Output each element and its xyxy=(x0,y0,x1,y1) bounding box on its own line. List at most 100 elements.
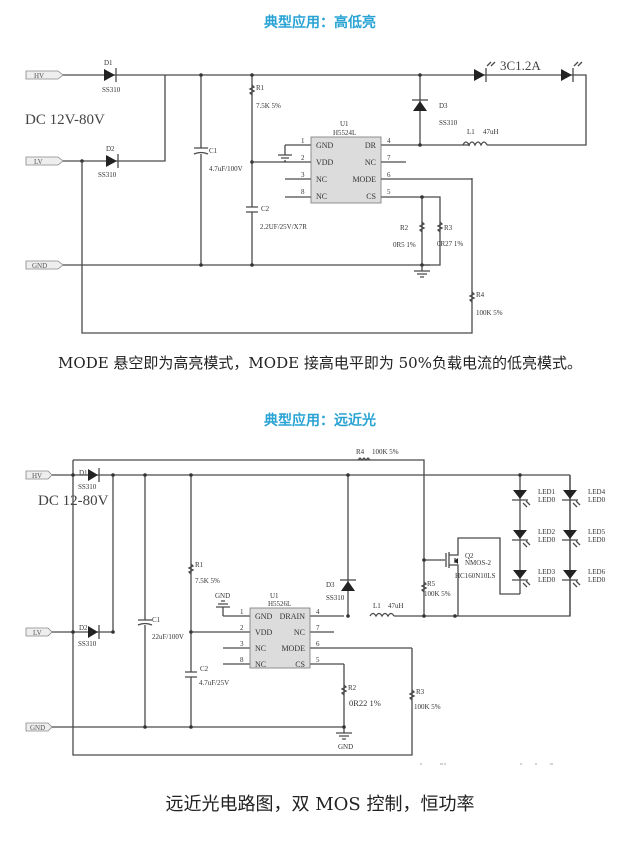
svg-text:D1: D1 xyxy=(104,59,113,67)
svg-text:2.2UF/25V/X7R: 2.2UF/25V/X7R xyxy=(260,223,307,231)
port-lv: LV xyxy=(25,156,64,166)
svg-text:SS310: SS310 xyxy=(98,171,117,179)
svg-text:SS310: SS310 xyxy=(326,594,345,602)
resistor-r1: R1 7.5K 5% xyxy=(256,84,281,110)
port-lv-label: LV xyxy=(34,158,43,166)
u1-pin-7-name: NC xyxy=(365,158,376,167)
u1-pin-4-name: DR xyxy=(365,141,377,150)
svg-text:R1: R1 xyxy=(195,561,204,569)
diagram1-title: 典型应用：高低亮 xyxy=(264,15,376,31)
led-ref: LED3 xyxy=(538,568,556,576)
led-ref: LED2 xyxy=(538,528,556,536)
svg-text:L1: L1 xyxy=(373,602,381,610)
u1-2-pin-3-number: 3 xyxy=(240,640,244,648)
svg-text:4.7uF/25V: 4.7uF/25V xyxy=(199,679,229,687)
svg-text:R5: R5 xyxy=(427,580,436,588)
resistor-r3-2: R3 100K 5% xyxy=(414,688,441,711)
svg-text:D1: D1 xyxy=(79,469,88,477)
resistor-r2-2: R2 0R22 1% xyxy=(348,684,381,708)
u1-pin-6-name: MODE xyxy=(352,175,376,184)
diode-d1: D1 SS310 xyxy=(102,59,121,94)
svg-text:C2: C2 xyxy=(261,205,270,213)
resistor-r1-2: R1 7.5K 5% xyxy=(195,561,220,585)
u1-2-pin-5-number: 5 xyxy=(316,656,320,664)
diagram2-title: 典型应用：远近光 xyxy=(264,413,376,429)
diagram1-schematic: HV LV GND DC 12V-80V D1 SS310 D2 SS310 xyxy=(25,58,587,334)
mosfet-q2: Q2 NMOS-2 HC160N10LS xyxy=(445,537,520,616)
svg-text:HC160N10LS: HC160N10LS xyxy=(455,572,496,580)
ic-u1 xyxy=(310,136,382,204)
svg-text:R4: R4 xyxy=(476,291,485,299)
inductor-l1: L1 47uH xyxy=(467,128,499,136)
supply-voltage-label: DC 12V-80V xyxy=(25,112,105,128)
port-lv-2: LV xyxy=(25,627,53,637)
resistor-r5: R5 100K 5% xyxy=(424,580,451,598)
svg-text:C2: C2 xyxy=(200,665,209,673)
svg-text:C1: C1 xyxy=(209,147,218,155)
svg-text:SS310: SS310 xyxy=(439,119,458,127)
ic-u1-2 xyxy=(249,607,311,669)
diode-d3-2: D3 SS310 xyxy=(326,581,345,602)
led-current-label: 3C1.2A xyxy=(500,58,541,73)
u1-2-pin-8-number: 8 xyxy=(240,656,244,664)
diode-d2-2: D2 SS310 xyxy=(78,624,100,648)
svg-text:R2: R2 xyxy=(348,684,357,692)
resistor-r2: R2 0R5 1% xyxy=(393,224,416,249)
u1-pin-8-name: NC xyxy=(316,192,327,201)
svg-text:LV: LV xyxy=(33,629,42,637)
svg-text:7.5K 5%: 7.5K 5% xyxy=(256,102,281,110)
svg-text:0R27 1%: 0R27 1% xyxy=(437,240,463,248)
svg-text:L1: L1 xyxy=(467,128,475,136)
u1-pin-4-number: 4 xyxy=(387,137,391,145)
u1-pin-3-name: NC xyxy=(316,175,327,184)
capacitor-c1-2: C1 22uF/100V xyxy=(152,616,184,641)
svg-text:C1: C1 xyxy=(152,616,161,624)
u1-2-pin-2-name: VDD xyxy=(255,628,273,637)
u1-pin-1-number: 1 xyxy=(301,137,305,145)
svg-text:D2: D2 xyxy=(79,624,88,632)
diagram2-schematic: HV LV GND DC 12-80V D1 SS310 D2 SS310 xyxy=(25,448,606,756)
u1-pin-6-number: 6 xyxy=(387,171,391,179)
port-hv-label: HV xyxy=(34,72,44,80)
diode-d2: D2 SS310 xyxy=(98,145,119,179)
port-gnd-2: GND xyxy=(25,722,53,732)
svg-text:R4: R4 xyxy=(356,448,365,456)
led-type: LED0 xyxy=(588,576,606,584)
led-type: LED0 xyxy=(588,496,606,504)
resistor-r4: R4 100K 5% xyxy=(476,291,503,317)
u1-pin-3-number: 3 xyxy=(301,171,305,179)
svg-text:NMOS-2: NMOS-2 xyxy=(465,559,492,567)
diode-d3: D3 SS310 xyxy=(439,102,458,127)
port-gnd: GND xyxy=(25,260,64,270)
u1-2-pin-4-number: 4 xyxy=(316,608,320,616)
svg-text:R3: R3 xyxy=(416,688,425,696)
u1-2-pin-5-name: CS xyxy=(295,660,305,669)
u1-pin-2-number: 2 xyxy=(301,154,305,162)
svg-text:100K 5%: 100K 5% xyxy=(476,309,503,317)
svg-text:R2: R2 xyxy=(400,224,409,232)
u1-2-pin-1-number: 1 xyxy=(240,608,244,616)
svg-text:H5524L: H5524L xyxy=(333,129,356,137)
svg-text:0R22 1%: 0R22 1% xyxy=(349,698,381,708)
svg-text:U1: U1 xyxy=(270,592,279,600)
resistor-r3: R3 0R27 1% xyxy=(437,224,463,248)
svg-text:D3: D3 xyxy=(439,102,448,110)
svg-text:Q2: Q2 xyxy=(465,552,474,560)
led-type: LED0 xyxy=(538,496,556,504)
svg-text:U1: U1 xyxy=(340,120,349,128)
led-ref: LED5 xyxy=(588,528,606,536)
svg-text:0R5 1%: 0R5 1% xyxy=(393,241,416,249)
u1-2-pin-2-number: 2 xyxy=(240,624,244,632)
svg-text:100K 5%: 100K 5% xyxy=(414,703,441,711)
u1-pin-2-name: VDD xyxy=(316,158,334,167)
u1-2-pin-4-name: DRAIN xyxy=(280,612,306,621)
capacitor-c1: C1 4.7uF/100V xyxy=(209,147,243,173)
svg-text:GND: GND xyxy=(30,724,45,732)
svg-text:4.7uF/100V: 4.7uF/100V xyxy=(209,165,243,173)
svg-text:R1: R1 xyxy=(256,84,265,92)
led-string: 3C1.2A xyxy=(474,58,583,82)
